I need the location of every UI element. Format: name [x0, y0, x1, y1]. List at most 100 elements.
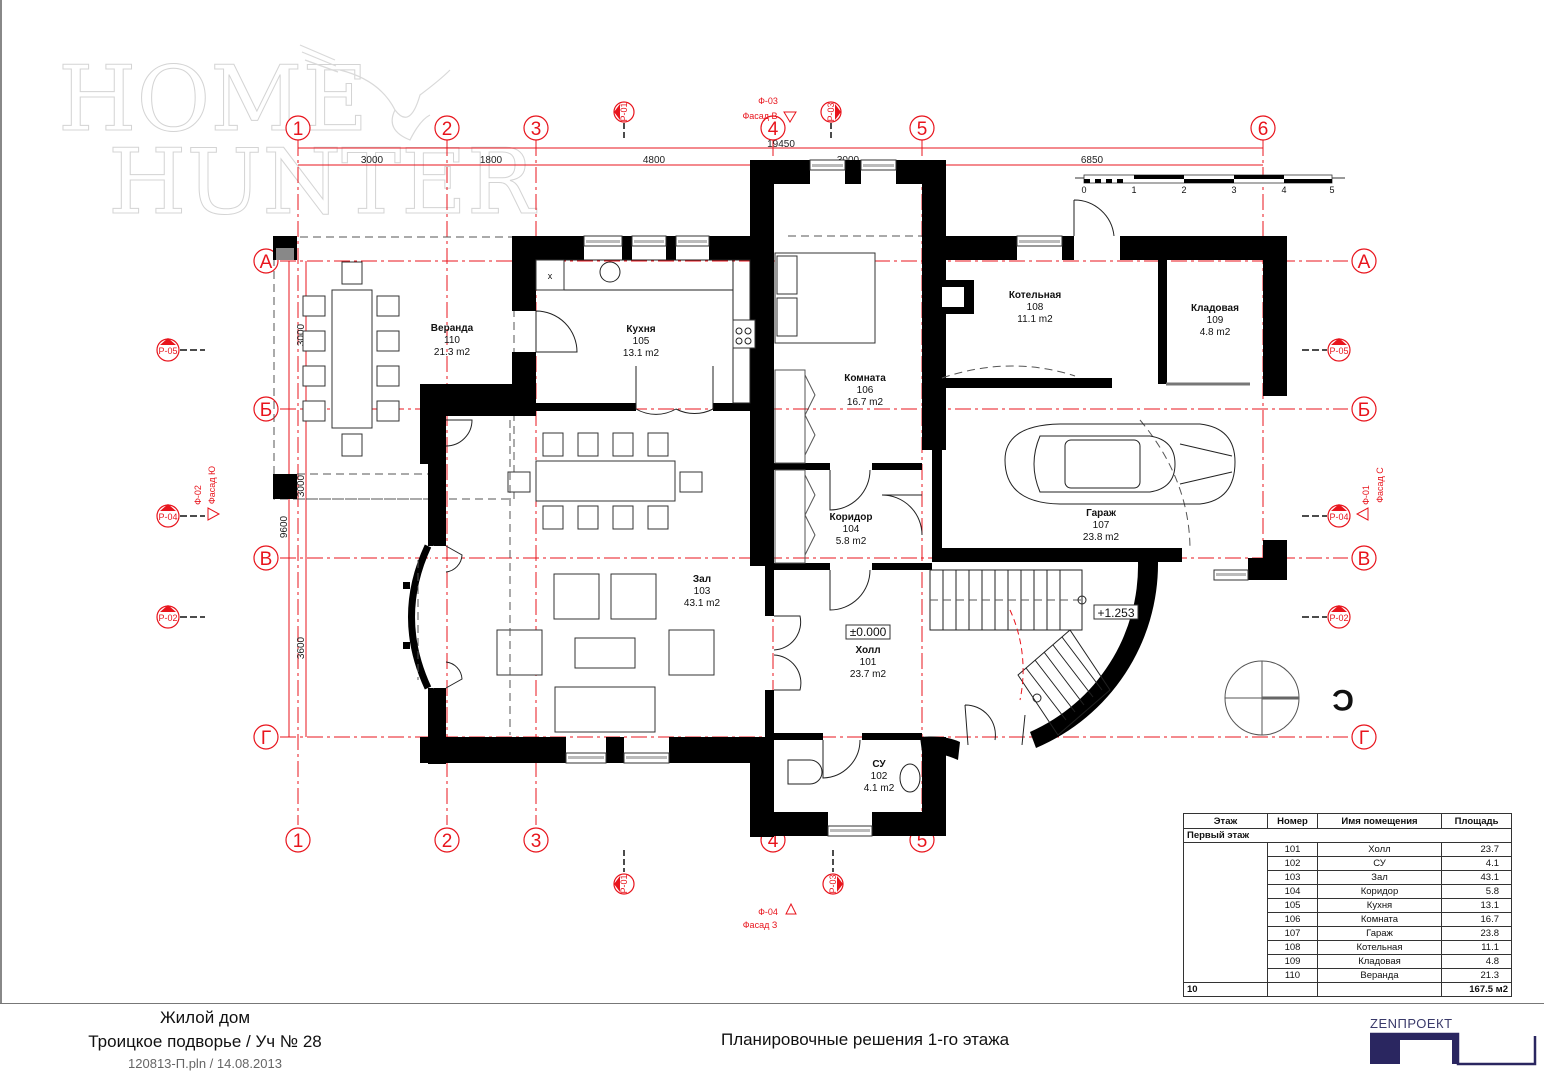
dim-overall: 19450 — [767, 139, 795, 150]
axis-bubbles-top: 1 2 3 4 5 6 — [285, 115, 1276, 141]
company-logo: ZENПРОЕКТ — [1368, 1016, 1538, 1066]
svg-text:4.8 m2: 4.8 m2 — [1200, 327, 1231, 338]
svg-text:Р-04: Р-04 — [158, 512, 177, 522]
project-line2: Троицкое подворье / Уч № 28 — [88, 1032, 322, 1051]
sheet-title: Планировочные решения 1-го этажа — [720, 1030, 1010, 1049]
svg-text:А: А — [260, 252, 273, 273]
svg-text:Р-05: Р-05 — [158, 346, 177, 356]
col-header-floor: Этаж — [1183, 813, 1268, 829]
project-line1: Жилой дом — [159, 1008, 251, 1027]
svg-text:5: 5 — [917, 831, 928, 852]
svg-text:Коридор: Коридор — [829, 512, 872, 523]
section-marker-left-3: Р-02 — [156, 605, 205, 629]
windows — [565, 159, 1249, 837]
watermark-line2: HUNTER — [108, 130, 537, 235]
svg-text:3000: 3000 — [296, 474, 307, 497]
svg-text:Кладовая: Кладовая — [1191, 303, 1239, 314]
svg-text:109: 109 — [1207, 315, 1224, 326]
floor-group-row: Первый этаж — [1183, 828, 1512, 843]
svg-text:107: 107 — [1093, 520, 1110, 531]
svg-text:104: 104 — [843, 524, 860, 535]
svg-text:Веранда: Веранда — [431, 323, 474, 334]
company-name: ZENПРОЕКТ — [1370, 1016, 1453, 1031]
level-marks: ±0.000 +1.253 — [845, 604, 1139, 640]
svg-text:Р-04: Р-04 — [1329, 512, 1348, 522]
svg-text:Котельная: Котельная — [1009, 290, 1062, 301]
svg-text:Фасад С: Фасад С — [1375, 467, 1385, 503]
svg-text:Р-03: Р-03 — [828, 874, 838, 893]
svg-text:Фасад З: Фасад З — [743, 920, 778, 930]
svg-text:Б: Б — [1358, 400, 1370, 421]
svg-text:Р-01: Р-01 — [619, 874, 629, 893]
svg-text:5: 5 — [917, 119, 928, 140]
north-compass: С — [1224, 660, 1354, 736]
file-info: 120813-П.pln / 14.08.2013 — [128, 1056, 282, 1071]
svg-text:Р-03: Р-03 — [826, 102, 836, 121]
bay-window — [403, 544, 463, 690]
wc-fixtures — [787, 759, 921, 793]
svg-text:108: 108 — [1027, 302, 1044, 313]
svg-text:Комната: Комната — [844, 373, 886, 384]
svg-text:3: 3 — [531, 831, 542, 852]
section-marker-left-2: Р-04 — [156, 504, 205, 528]
svg-text:21.3 m2: 21.3 m2 — [434, 347, 471, 358]
table-header-row: Этаж Номер Имя помещения Площадь — [1183, 813, 1512, 829]
sheet-frame — [0, 0, 2, 1003]
svg-text:9600: 9600 — [279, 515, 290, 538]
svg-text:5.8 m2: 5.8 m2 — [836, 536, 867, 547]
svg-text:3: 3 — [1231, 185, 1236, 195]
svg-text:4: 4 — [768, 831, 779, 852]
svg-text:3000: 3000 — [296, 323, 307, 346]
col-header-name: Имя помещения — [1317, 813, 1442, 829]
svg-text:1: 1 — [293, 119, 304, 140]
svg-text:Р-02: Р-02 — [1329, 613, 1348, 623]
svg-text:Р-05: Р-05 — [1329, 346, 1348, 356]
svg-text:В: В — [260, 549, 273, 570]
svg-text:Ф-02: Ф-02 — [193, 485, 203, 505]
svg-text:4: 4 — [768, 119, 779, 140]
svg-text:Фасад В: Фасад В — [742, 111, 777, 121]
svg-text:Фасад Ю: Фасад Ю — [207, 466, 217, 504]
section-marker-top-1: Р-01 — [613, 101, 635, 140]
svg-text:23.8 m2: 23.8 m2 — [1083, 532, 1120, 543]
svg-text:Гараж: Гараж — [1086, 508, 1117, 519]
svg-text:Зал: Зал — [693, 574, 711, 585]
svg-text:102: 102 — [871, 771, 888, 782]
svg-text:43.1 m2: 43.1 m2 — [684, 598, 721, 609]
svg-text:23.7 m2: 23.7 m2 — [850, 669, 887, 680]
bedroom-fixtures — [774, 235, 922, 564]
svg-text:3000: 3000 — [361, 155, 384, 166]
svg-text:1: 1 — [1131, 185, 1136, 195]
eagle-icon — [299, 44, 451, 141]
svg-text:Кухня: Кухня — [626, 324, 655, 335]
zenproekt-logo-icon — [1370, 1032, 1537, 1066]
staircase — [929, 569, 1111, 736]
svg-text:110: 110 — [444, 335, 460, 346]
level-stair: +1.253 — [1097, 606, 1134, 620]
svg-text:СУ: СУ — [872, 759, 886, 770]
curved-wall — [920, 562, 1159, 760]
table-total-row: 10 167.5 м2 — [1183, 982, 1512, 997]
svg-text:101: 101 — [860, 657, 877, 668]
svg-text:1: 1 — [293, 831, 304, 852]
section-marker-right-2: Р-04 — [1302, 504, 1351, 528]
svg-text:Г: Г — [1359, 728, 1369, 749]
svg-text:13.1 m2: 13.1 m2 — [623, 348, 660, 359]
svg-text:А: А — [1358, 252, 1371, 273]
svg-text:Холл: Холл — [855, 645, 880, 656]
svg-text:103: 103 — [694, 586, 711, 597]
floor-plan: HOME HUNTER 19450 3000 1800 480 — [58, 44, 1385, 930]
svg-text:x: x — [548, 271, 553, 281]
svg-text:5: 5 — [1329, 185, 1334, 195]
